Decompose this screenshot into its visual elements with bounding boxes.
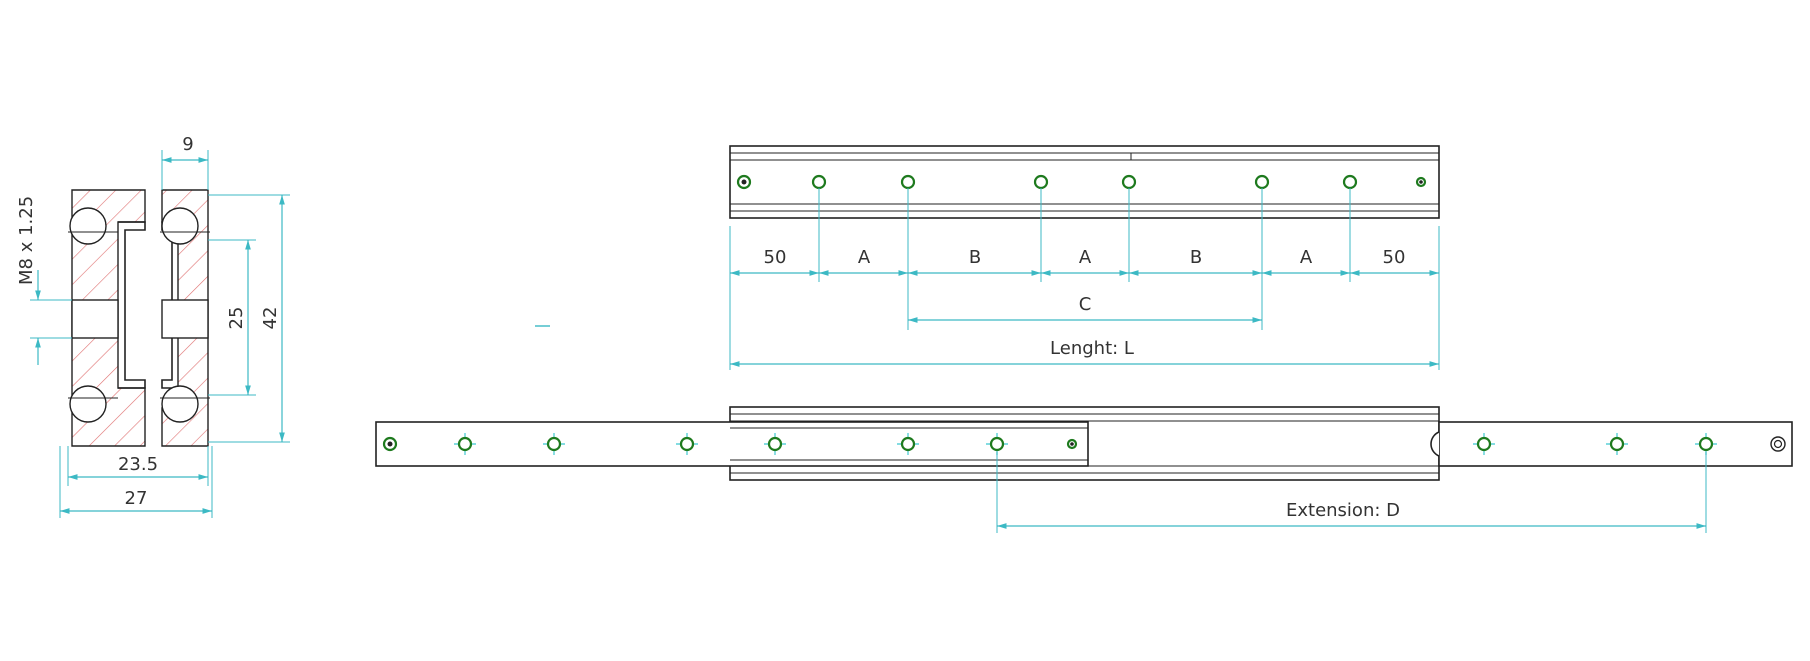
- slot-right: [161, 299, 209, 339]
- ball-top-left: [69, 207, 107, 245]
- rail-hole: [811, 174, 827, 190]
- rail-hole: [1121, 174, 1137, 190]
- ball-bottom-right: [161, 385, 199, 423]
- dim-segment-4: B: [1190, 247, 1202, 268]
- mount-hole: [897, 433, 919, 455]
- rail-hole: [1342, 174, 1358, 190]
- dim-segment-6: 50: [1383, 247, 1406, 268]
- rail-top-view: 50 A B A B A 50 C Lenght: L: [729, 145, 1440, 370]
- dim-segment-1: A: [858, 247, 871, 268]
- rail-hole: [900, 174, 916, 190]
- mount-hole: [676, 433, 698, 455]
- slot-notch: [1430, 431, 1440, 457]
- dim-thread: M8 x 1.25: [16, 196, 37, 285]
- rail-extended-view: Extension: D: [375, 406, 1793, 533]
- dim-outer-height: 42: [260, 307, 281, 330]
- dim-segment-2: B: [969, 247, 981, 268]
- dim-span-c: C: [1079, 294, 1092, 315]
- rail-body: [729, 145, 1440, 219]
- rail-hole: [1254, 174, 1270, 190]
- dim-inner-height: 25: [226, 307, 247, 330]
- inner-slide-left: [375, 421, 1089, 467]
- mount-hole: [454, 433, 476, 455]
- dim-top-width: 9: [182, 134, 193, 155]
- rail-hole: [1033, 174, 1049, 190]
- dim-length-l: Lenght: L: [1050, 338, 1134, 359]
- dim-extension-d: Extension: D: [1286, 500, 1400, 521]
- mount-hole: [1695, 433, 1717, 455]
- dim-outer-width: 27: [125, 488, 148, 509]
- mount-hole: [1606, 433, 1628, 455]
- dim-segment-0: 50: [764, 247, 787, 268]
- dim-segment-3: A: [1079, 247, 1092, 268]
- mount-hole: [764, 433, 786, 455]
- dim-segment-5: A: [1300, 247, 1313, 268]
- mount-hole: [543, 433, 565, 455]
- mount-hole: [986, 433, 1008, 455]
- slot-left: [71, 299, 119, 339]
- inner-slide-right: [1438, 421, 1793, 467]
- dim-inner-width: 23.5: [118, 454, 158, 475]
- cross-section-view: 9 M8 x 1.25 25 42 23.5 27: [16, 134, 290, 518]
- ball-bottom-left: [69, 385, 107, 423]
- ball-top-right: [161, 207, 199, 245]
- inner-rail-profile: [118, 221, 146, 389]
- mount-hole: [1473, 433, 1495, 455]
